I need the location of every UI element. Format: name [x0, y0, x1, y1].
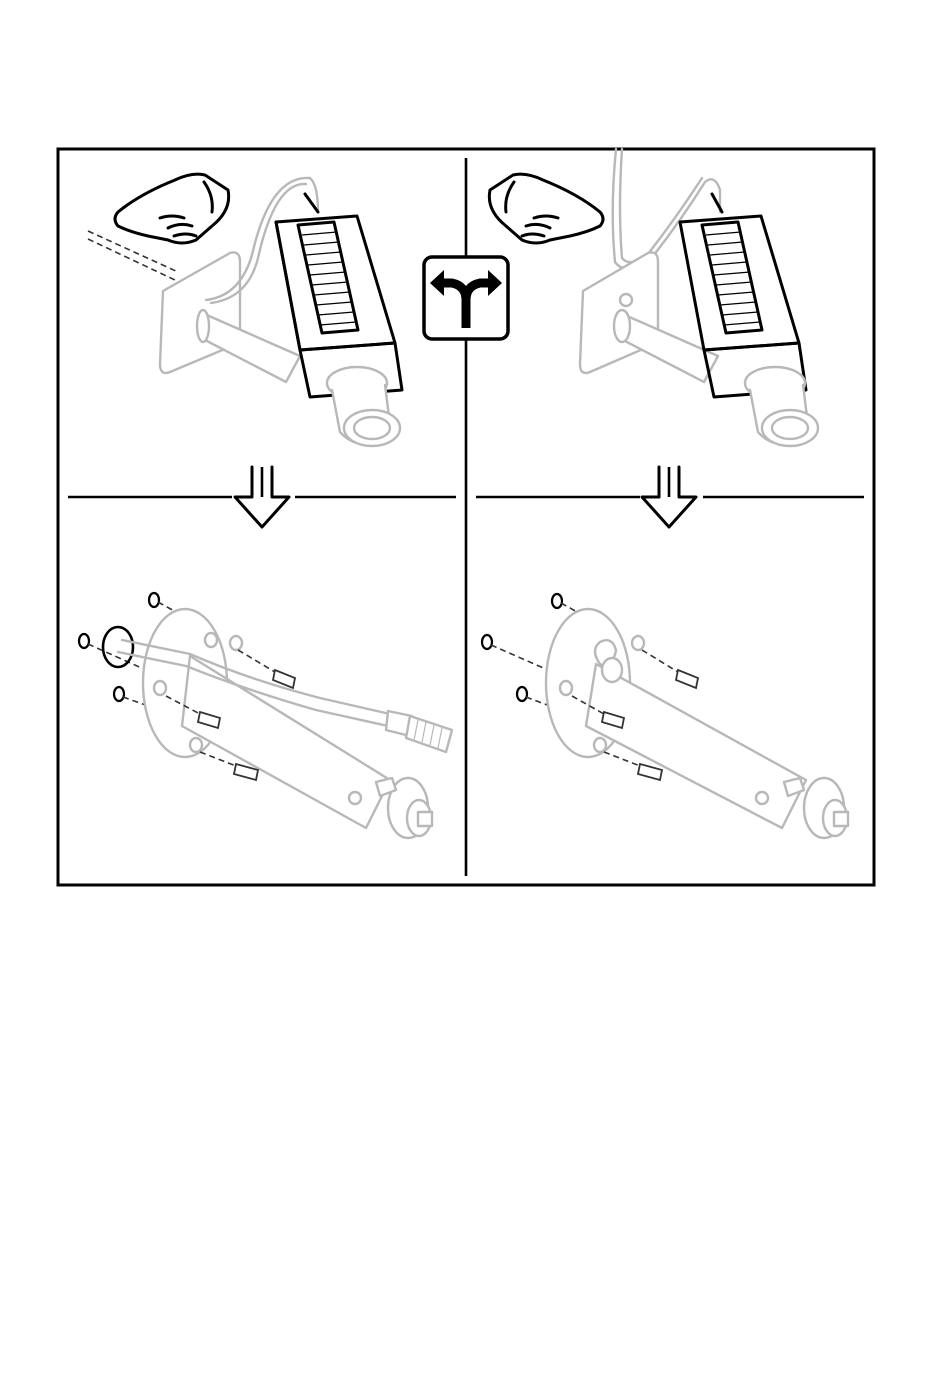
- left-bottom-bracket-scene: [79, 593, 452, 838]
- fork-arrow-icon: [424, 257, 508, 339]
- left-top-camera-scene: [88, 178, 402, 446]
- right-bottom-bracket-scene: [482, 594, 848, 838]
- pointing-hand-icon: [115, 174, 229, 243]
- screw: [642, 650, 698, 688]
- pointing-hand-icon: [489, 174, 603, 243]
- right-top-camera-scene: [580, 149, 818, 446]
